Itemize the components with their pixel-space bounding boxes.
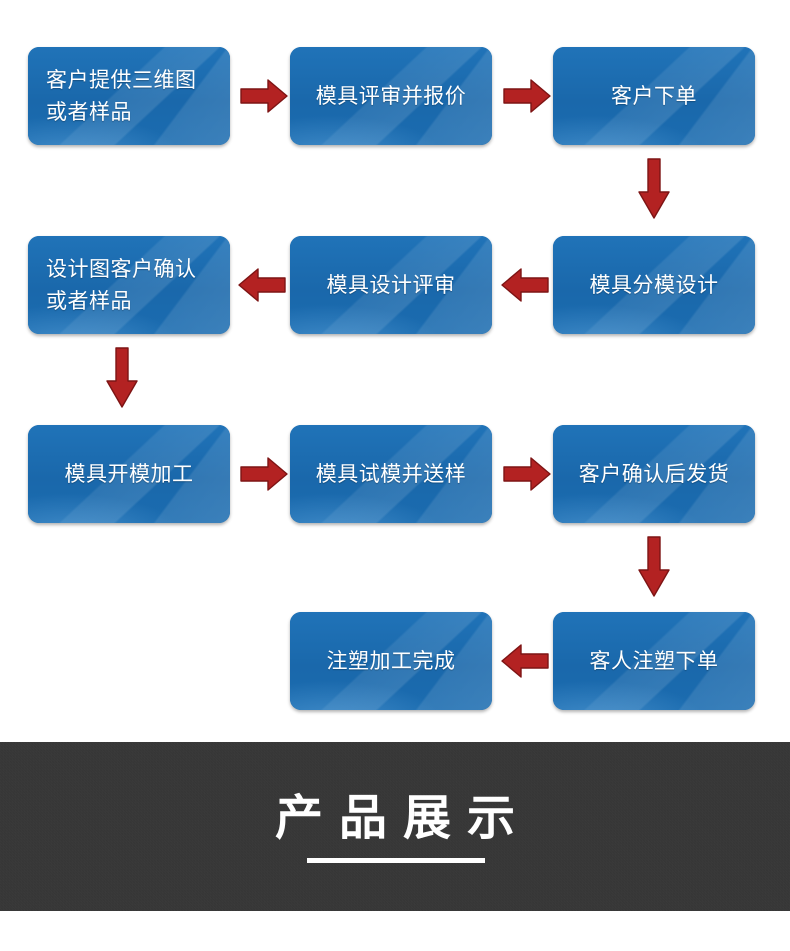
- connector-arrow-right-a7: [240, 456, 288, 492]
- flow-node-n2[interactable]: 模具评审并报价: [290, 47, 492, 145]
- box-glow: [290, 491, 452, 523]
- flow-node-n10[interactable]: 注塑加工完成: [290, 612, 492, 710]
- flow-node-label: 客人注塑下单: [589, 649, 719, 673]
- flow-node-n3[interactable]: 客户下单: [553, 47, 755, 145]
- flow-node-label: 客户提供三维图 或者样品: [46, 68, 197, 124]
- connector-arrow-left-a10: [501, 643, 549, 679]
- box-glow: [553, 113, 715, 145]
- flow-node-n9[interactable]: 客户确认后发货: [553, 425, 755, 523]
- flow-node-n7[interactable]: 模具开模加工: [28, 425, 230, 523]
- banner-underline: [307, 858, 485, 863]
- flow-node-label: 客户确认后发货: [578, 462, 730, 486]
- box-glow: [290, 113, 452, 145]
- box-glow: [553, 302, 715, 334]
- flow-node-label: 模具试模并送样: [315, 462, 467, 486]
- box-glow: [553, 678, 715, 710]
- flow-node-n11[interactable]: 客人注塑下单: [553, 612, 755, 710]
- flow-node-label: 模具评审并报价: [315, 84, 467, 108]
- flow-node-label: 注塑加工完成: [326, 649, 456, 673]
- flow-node-label: 设计图客户确认 或者样品: [46, 257, 197, 313]
- connector-arrow-down-a9: [636, 536, 672, 598]
- box-glow: [290, 302, 452, 334]
- flow-node-label: 模具分模设计: [589, 273, 719, 297]
- flow-node-n6[interactable]: 模具分模设计: [553, 236, 755, 334]
- product-showcase-banner: 产品展示: [0, 742, 790, 911]
- connector-arrow-right-a2: [503, 78, 551, 114]
- connector-arrow-left-a4: [501, 267, 549, 303]
- flow-node-n8[interactable]: 模具试模并送样: [290, 425, 492, 523]
- flow-node-n4[interactable]: 设计图客户确认 或者样品: [28, 236, 230, 334]
- connector-arrow-down-a3: [636, 158, 672, 220]
- flow-node-n5[interactable]: 模具设计评审: [290, 236, 492, 334]
- box-glow: [290, 678, 452, 710]
- flow-node-label: 模具开模加工: [64, 462, 194, 486]
- connector-arrow-down-a6: [104, 347, 140, 409]
- box-glow: [28, 491, 190, 523]
- flow-node-label: 客户下单: [611, 84, 697, 108]
- connector-arrow-right-a8: [503, 456, 551, 492]
- flow-node-label: 模具设计评审: [326, 273, 456, 297]
- flow-node-n1[interactable]: 客户提供三维图 或者样品: [28, 47, 230, 145]
- box-glow: [553, 491, 715, 523]
- connector-arrow-left-a5: [238, 267, 286, 303]
- connector-arrow-right-a1: [240, 78, 288, 114]
- banner-title: 产品展示: [274, 790, 531, 846]
